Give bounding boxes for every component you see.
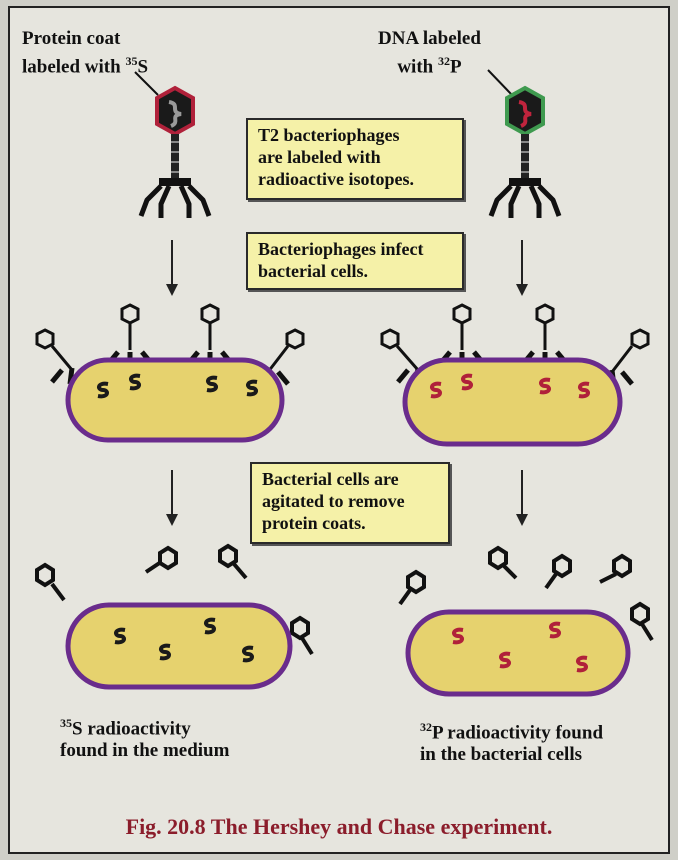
result-right-line2: in the bacterial cells — [420, 744, 603, 766]
result-left-line2: found in the medium — [60, 740, 229, 762]
step-box-agitation-line2: agitated to remove — [262, 490, 438, 512]
dna-mark — [130, 376, 140, 389]
infected-cell-right — [382, 305, 648, 444]
result-left-line1: S radioactivity — [72, 718, 191, 739]
dna-mark — [247, 382, 257, 395]
step-box-labeling-line3: radioactive isotopes. — [258, 168, 452, 190]
dna-mark — [243, 648, 253, 661]
dna-mark — [540, 380, 550, 393]
dna-mark — [453, 630, 463, 643]
step-box-agitation: Bacterial cells are agitated to remove p… — [250, 462, 450, 544]
dna-isotope-symbol: P — [450, 56, 462, 77]
dna-mark — [462, 376, 472, 389]
protein-coat-label-line1: Protein coat — [22, 28, 148, 50]
dna-mark — [577, 658, 587, 671]
right-label-pointer — [488, 70, 512, 95]
dna-mark — [207, 378, 217, 391]
step-box-labeling-line1: T2 bacteriophages — [258, 124, 452, 146]
result-right-line1: P radioactivity found — [432, 722, 603, 743]
step-box-infection: Bacteriophages infect bacterial cells. — [246, 232, 464, 290]
step-box-agitation-line1: Bacterial cells are — [262, 468, 438, 490]
phage-protein-labeled — [141, 88, 209, 218]
protein-coat-label: Protein coat labeled with 35S — [22, 28, 148, 78]
infected-cell-left — [37, 305, 303, 440]
step-box-infection-line1: Bacteriophages infect — [258, 238, 452, 260]
phage-dna-labeled — [491, 88, 559, 218]
protein-coat-isotope-symbol: S — [137, 56, 148, 77]
dna-isotope-mass: 32 — [438, 54, 450, 68]
dna-mark — [115, 630, 125, 643]
dna-mark — [205, 620, 215, 633]
cell-after-right — [408, 612, 628, 694]
step-box-agitation-line3: protein coats. — [262, 512, 438, 534]
dna-mark — [500, 654, 510, 667]
dna-mark — [579, 384, 589, 397]
dna-label-line1: DNA labeled — [378, 28, 481, 50]
dna-label-line2: with — [397, 56, 438, 77]
figure-caption: Fig. 20.8 The Hershey and Chase experime… — [0, 814, 678, 840]
result-right-isotope-mass: 32 — [420, 720, 432, 734]
result-label-right: 32P radioactivity found in the bacterial… — [420, 716, 603, 766]
dna-label: DNA labeled with 32P — [378, 28, 481, 78]
cell-after-left — [68, 605, 290, 687]
step-box-infection-line2: bacterial cells. — [258, 260, 452, 282]
protein-coat-label-line2: labeled with — [22, 56, 125, 77]
dna-mark — [160, 646, 170, 659]
result-left-isotope-mass: 35 — [60, 716, 72, 730]
step-box-labeling: T2 bacteriophages are labeled with radio… — [246, 118, 464, 200]
protein-coat-isotope-mass: 35 — [125, 54, 137, 68]
dna-mark — [98, 384, 108, 397]
dna-mark — [550, 624, 560, 637]
result-label-left: 35S radioactivity found in the medium — [60, 712, 229, 762]
step-box-labeling-line2: are labeled with — [258, 146, 452, 168]
dna-mark — [431, 384, 441, 397]
